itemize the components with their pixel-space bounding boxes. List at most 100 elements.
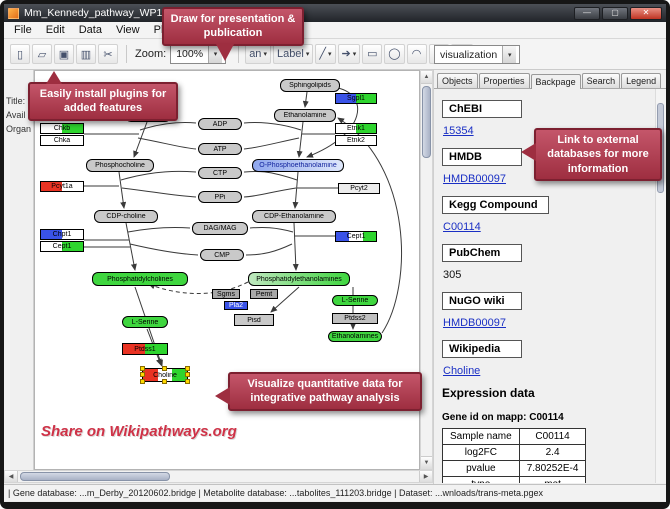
expression-color-segments xyxy=(251,290,277,298)
scroll-left-icon[interactable]: ◀ xyxy=(5,471,18,482)
color-segment xyxy=(143,369,158,381)
selection-handle[interactable] xyxy=(140,366,145,371)
pathway-node-cdp-ethanolamine[interactable]: CDP-Ethanolamine xyxy=(252,210,336,223)
pathway-node-phosphatidylcholines[interactable]: Phosphatidylcholines xyxy=(92,272,188,286)
selection-handle[interactable] xyxy=(185,379,190,384)
pathway-node-pcyt2[interactable]: Pcyt2 xyxy=(338,183,380,194)
new-file-icon[interactable]: ▯ xyxy=(10,44,30,64)
color-segment xyxy=(41,136,62,145)
backpage-link-wikipedia[interactable]: Choline xyxy=(443,365,481,377)
pathway-node-choline[interactable]: Choline xyxy=(140,366,190,384)
import-icon[interactable]: ▥ xyxy=(76,44,96,64)
expression-color-segments xyxy=(41,182,83,191)
oval-tool[interactable]: ◯ xyxy=(384,43,405,64)
tab-backpage[interactable]: Backpage xyxy=(530,74,581,89)
cut-icon[interactable]: ✂ xyxy=(98,44,118,64)
expression-data-title: Expression data xyxy=(442,386,535,400)
pathway-node-atp[interactable]: ATP xyxy=(198,143,242,155)
font-dropdown[interactable]: an▾ xyxy=(245,44,271,65)
pathway-node-dag-mag[interactable]: DAG/MAG xyxy=(192,222,248,235)
line-dropdown[interactable]: ╱▾ xyxy=(315,43,336,64)
tab-properties[interactable]: Properties xyxy=(478,73,530,88)
left-panel-label: Title: xyxy=(6,96,26,106)
pathway-node-phosphocholine[interactable]: Phosphocholine xyxy=(86,159,154,172)
maximize-button[interactable]: ▢ xyxy=(602,6,628,20)
open-file-icon[interactable]: ▱ xyxy=(32,44,52,64)
scroll-right-icon[interactable]: ▶ xyxy=(419,471,432,482)
close-button[interactable]: ✕ xyxy=(630,6,662,20)
backpage-link-chebi[interactable]: 15354 xyxy=(443,125,474,137)
pathway-node-o-phosphoethanolamine[interactable]: O-Phosphoethanolamine xyxy=(252,159,344,172)
dropdown-caret-icon: ▾ xyxy=(263,51,267,59)
pathway-node-cdp-choline[interactable]: CDP-choline xyxy=(94,210,158,223)
pathway-node-ethanolamine[interactable]: Ethanolamine xyxy=(274,109,336,122)
scroll-down-icon[interactable]: ▼ xyxy=(421,456,432,469)
pathway-node-cept1[interactable]: Cept1 xyxy=(335,231,377,242)
color-segment xyxy=(62,242,83,251)
visualization-combobox[interactable]: visualization ▾ xyxy=(434,45,520,64)
tab-search[interactable]: Search xyxy=(581,73,621,88)
callout-arrow-icon xyxy=(46,71,62,84)
selection-handle[interactable] xyxy=(140,379,145,384)
left-panel-label: Avail xyxy=(6,110,26,120)
vertical-scrollbar-thumb[interactable] xyxy=(422,86,431,158)
selection-handle[interactable] xyxy=(162,379,167,384)
menu-edit[interactable]: Edit xyxy=(45,24,65,36)
pathway-node-sgpl1[interactable]: Sgpl1 xyxy=(335,93,377,104)
pathway-node-pla2[interactable]: Pla2 xyxy=(224,301,248,310)
visualization-dropdown-caret-icon[interactable]: ▾ xyxy=(502,46,517,63)
pathway-canvas[interactable]: SphingolipidsSgpl1EthanolamineCholine Chk… xyxy=(34,70,420,470)
color-segment xyxy=(336,136,356,145)
pathway-node-ppi[interactable]: PPi xyxy=(198,191,242,203)
arc-tool[interactable]: ◠ xyxy=(406,43,427,64)
app-window: Mm_Kennedy_pathway_WP1771_45176.gp... — … xyxy=(4,4,666,502)
scroll-up-icon[interactable]: ▲ xyxy=(421,71,432,84)
label-dropdown[interactable]: Label▾ xyxy=(272,44,314,65)
pathway-node-sgms[interactable]: Sgms xyxy=(212,289,240,299)
pathway-node-pisd[interactable]: Pisd xyxy=(234,314,274,326)
pathway-node-ctp[interactable]: CTP xyxy=(198,167,242,179)
selection-handle[interactable] xyxy=(185,372,190,377)
pathway-node-cmp[interactable]: CMP xyxy=(200,249,244,261)
pathway-node-l-serine[interactable]: L-Serine xyxy=(122,316,168,328)
canvas-horizontal-scrollbar[interactable]: ◀ ▶ xyxy=(4,470,433,483)
pathway-node-ptdss1[interactable]: Ptdss1 xyxy=(122,343,168,355)
pathway-node-l-serine[interactable]: L-Serine xyxy=(332,295,378,306)
arrow-dropdown[interactable]: ➔▾ xyxy=(337,43,361,64)
pathway-node-etnk1[interactable]: Etnk1 xyxy=(335,123,377,134)
table-cell: C00114 xyxy=(518,428,587,445)
pathway-node-etnk2[interactable]: Etnk2 xyxy=(335,135,377,146)
pathway-node-chpt1[interactable]: Chpt1 xyxy=(40,229,84,240)
pathway-node-sphingolipids[interactable]: Sphingolipids xyxy=(280,79,340,92)
selection-handle[interactable] xyxy=(185,366,190,371)
pathway-node-chka[interactable]: Chka xyxy=(40,135,84,146)
horizontal-scrollbar-thumb[interactable] xyxy=(20,472,170,481)
tab-legend[interactable]: Legend xyxy=(621,73,662,88)
color-segment xyxy=(336,94,356,103)
pathway-node-phosphatidylethanolamines[interactable]: Phosphatidylethanolamines xyxy=(248,272,350,286)
selection-handle[interactable] xyxy=(162,366,167,371)
pathway-node-ptdss2[interactable]: Ptdss2 xyxy=(332,313,378,324)
pathway-node-pemt[interactable]: Pemt xyxy=(250,289,278,299)
backpage-link-nugo-wiki[interactable]: HMDB00097 xyxy=(443,317,506,329)
pathway-node-chkb[interactable]: Chkb xyxy=(40,123,84,134)
node-label: Pcyt2 xyxy=(350,185,368,192)
node-label: ADP xyxy=(212,120,228,128)
tab-objects[interactable]: Objects xyxy=(437,73,478,88)
rectangle-tool[interactable]: ▭ xyxy=(362,43,383,64)
menu-file[interactable]: File xyxy=(14,24,32,36)
pathway-node-adp[interactable]: ADP xyxy=(198,118,242,130)
canvas-vertical-scrollbar[interactable]: ▲ ▼ xyxy=(420,70,433,470)
toolbar-separator xyxy=(126,45,127,63)
title-bar[interactable]: Mm_Kennedy_pathway_WP1771_45176.gp... — … xyxy=(4,4,666,22)
pathway-node-pcyt1a[interactable]: Pcyt1a xyxy=(40,181,84,192)
selection-handle[interactable] xyxy=(140,372,145,377)
menu-view[interactable]: View xyxy=(115,24,140,36)
pathway-node-ethanolamines[interactable]: Ethanolamines xyxy=(328,331,382,342)
backpage-link-hmdb[interactable]: HMDB00097 xyxy=(443,173,506,185)
pathway-node-cept1[interactable]: Cept1 xyxy=(40,241,84,252)
save-icon[interactable]: ▣ xyxy=(54,44,74,64)
menu-data[interactable]: Data xyxy=(78,24,102,36)
backpage-link-kegg-compound[interactable]: C00114 xyxy=(443,221,481,233)
minimize-button[interactable]: — xyxy=(574,6,600,20)
